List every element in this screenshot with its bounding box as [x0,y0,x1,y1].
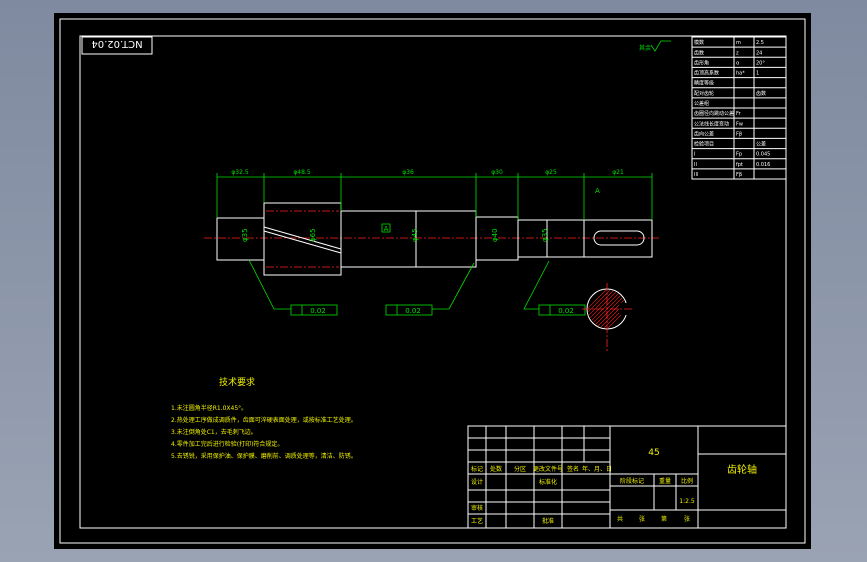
technical-requirements: 技术要求 1.未注圆角半径R1.0X45°。 2.热处理工序做成调质件，齿面可淬… [171,376,357,460]
tech-req-2: 2.热处理工序做成调质件，齿面可淬硬表面处理，或按标准工艺处理。 [171,416,357,424]
param-cell-8-0: 公法线长度变动 [694,120,729,127]
tb-label-2: 处数 [490,465,502,473]
tb-label-4: 更改文件号 [533,465,563,473]
keyway [593,230,645,246]
param-cell-0-2: 2.5 [756,40,764,46]
tb-sheet-2: 张 [639,515,645,523]
gear-segment [263,202,342,276]
tb-stage: 阶段标记 [620,477,644,485]
tb-sheet-1: 共 [617,515,623,523]
section-view [582,283,634,353]
tb-weight: 重量 [659,477,671,485]
param-cell-9-1: Fβ [736,131,742,137]
roughness-label: 其余 [639,44,651,52]
tb-scale-label: 比例 [681,477,693,485]
dim-dia-5: φ35 [541,228,549,242]
param-cell-11-1: Fp [736,152,742,158]
param-cell-5-2: 齿数 [756,90,766,97]
shaft-segment-3 [340,210,477,268]
drawing-number: NCT.02.04 [91,38,142,49]
dim-dia-2: φ65 [309,228,317,242]
outer-frame [59,18,806,544]
param-cell-3-2: 1 [756,71,759,77]
param-cell-4-0: 精度等级 [694,80,714,87]
tolerance-frames: 0.02 0.02 0.02 [248,259,586,316]
dim-top-6: φ21 [612,169,624,176]
dim-top-3: φ36 [402,169,414,176]
tb-label-1: 标记 [471,465,483,473]
section-label: A [595,187,600,195]
shaft-view: A A [204,187,659,276]
tol-1: 0.02 [310,307,326,315]
tb-label-3: 分区 [514,465,526,473]
param-cell-2-2: 20° [756,60,765,66]
param-cell-6-0: 公差组 [694,100,709,107]
roughness-symbol [650,40,671,52]
tb-approve: 批准 [542,517,554,525]
param-cell-3-1: ha* [736,71,745,77]
drawing-svg: NCT.02.04 其余 模数 m 2.5 齿数 z 24 齿形角 α 20° 齿顶高系数 ha* 1… [59,18,806,544]
param-cell-12-0: II [694,162,697,168]
tech-req-title: 技术要求 [219,376,255,388]
tb-label-6: 年、月、日 [582,465,612,473]
dim-dia-3: φ45 [411,228,419,242]
param-cell-2-0: 齿形角 [694,59,709,66]
tb-std: 标准化 [539,478,557,486]
tol-2: 0.02 [405,307,421,315]
top-dimensions: φ32.5 φ48.5 φ36 φ30 φ25 φ21 φ35 φ65 φ45 … [216,169,653,242]
param-cell-0-0: 模数 [694,39,704,46]
tech-req-3: 3.未注倒角处C1，去毛刺飞边。 [171,428,257,436]
datum-label: A [384,225,389,233]
shaft-segment-6 [583,219,653,258]
param-cell-10-2: 公差 [756,141,766,148]
dim-top-1: φ32.5 [231,169,249,176]
drawing-number-box [81,36,153,55]
param-cell-12-1: fpt [736,162,743,168]
scale: 1:2.5 [679,498,695,505]
dim-top-4: φ30 [491,169,503,176]
part-name: 齿轮轴 [727,463,757,476]
dim-top-5: φ25 [545,169,557,176]
param-cell-11-2: 0.045 [756,152,770,158]
param-cell-0-1: m [736,40,741,46]
param-cell-5-0: 配对齿轮 [694,90,714,97]
param-cell-2-1: α [736,60,740,66]
tb-label-5: 签名 [567,465,579,473]
param-cell-1-1: z [736,50,739,56]
dim-dia-4: φ40 [491,228,499,242]
param-cell-10-0: 检验项目 [694,141,714,148]
param-cell-13-1: Fβ [736,172,742,178]
param-cell-1-0: 齿数 [694,49,704,56]
param-cell-7-1: Fr [736,111,742,117]
param-cell-8-1: Fw [736,121,743,127]
param-cell-13-0: III [694,172,698,178]
tol-3: 0.02 [558,307,574,315]
tb-row-3: 工艺 [471,517,483,525]
tech-req-4: 4.零件加工完后进行检验(打印)符合规定。 [171,440,283,448]
tech-req-1: 1.未注圆角半径R1.0X45°。 [171,404,247,412]
param-cell-12-2: 0.016 [756,162,770,168]
param-cell-3-0: 齿顶高系数 [694,70,719,77]
param-cell-9-0: 齿向公差 [694,130,714,137]
material: 45 [648,448,659,458]
tech-req-5: 5.去锈锐，采用保护油、保护膜、磨削前、调质处理等，清洁、防锈。 [171,452,357,460]
tb-row-2: 审核 [471,504,483,512]
tb-sheet-4: 张 [684,515,690,523]
inner-frame [79,35,787,529]
tb-row-1: 设计 [471,478,483,486]
param-cell-7-0: 齿圈径向跳动公差 [694,110,734,117]
datum-box [381,223,391,233]
shaft-segment-5 [517,219,585,258]
drawing-canvas[interactable]: NCT.02.04 其余 模数 m 2.5 齿数 z 24 齿形角 α 20° 齿顶高系数 ha* 1… [54,13,811,549]
title-block: 标记 处数 分区 更改文件号 签名 年、月、日 设计 审核 工艺 标准化 批准 … [467,425,787,529]
tb-sheet-3: 第 [661,515,667,523]
dim-dia-1: φ35 [241,228,249,242]
param-cell-1-2: 24 [756,50,762,56]
dim-top-2: φ48.5 [293,169,311,176]
param-cell-11-0: I [694,152,695,158]
